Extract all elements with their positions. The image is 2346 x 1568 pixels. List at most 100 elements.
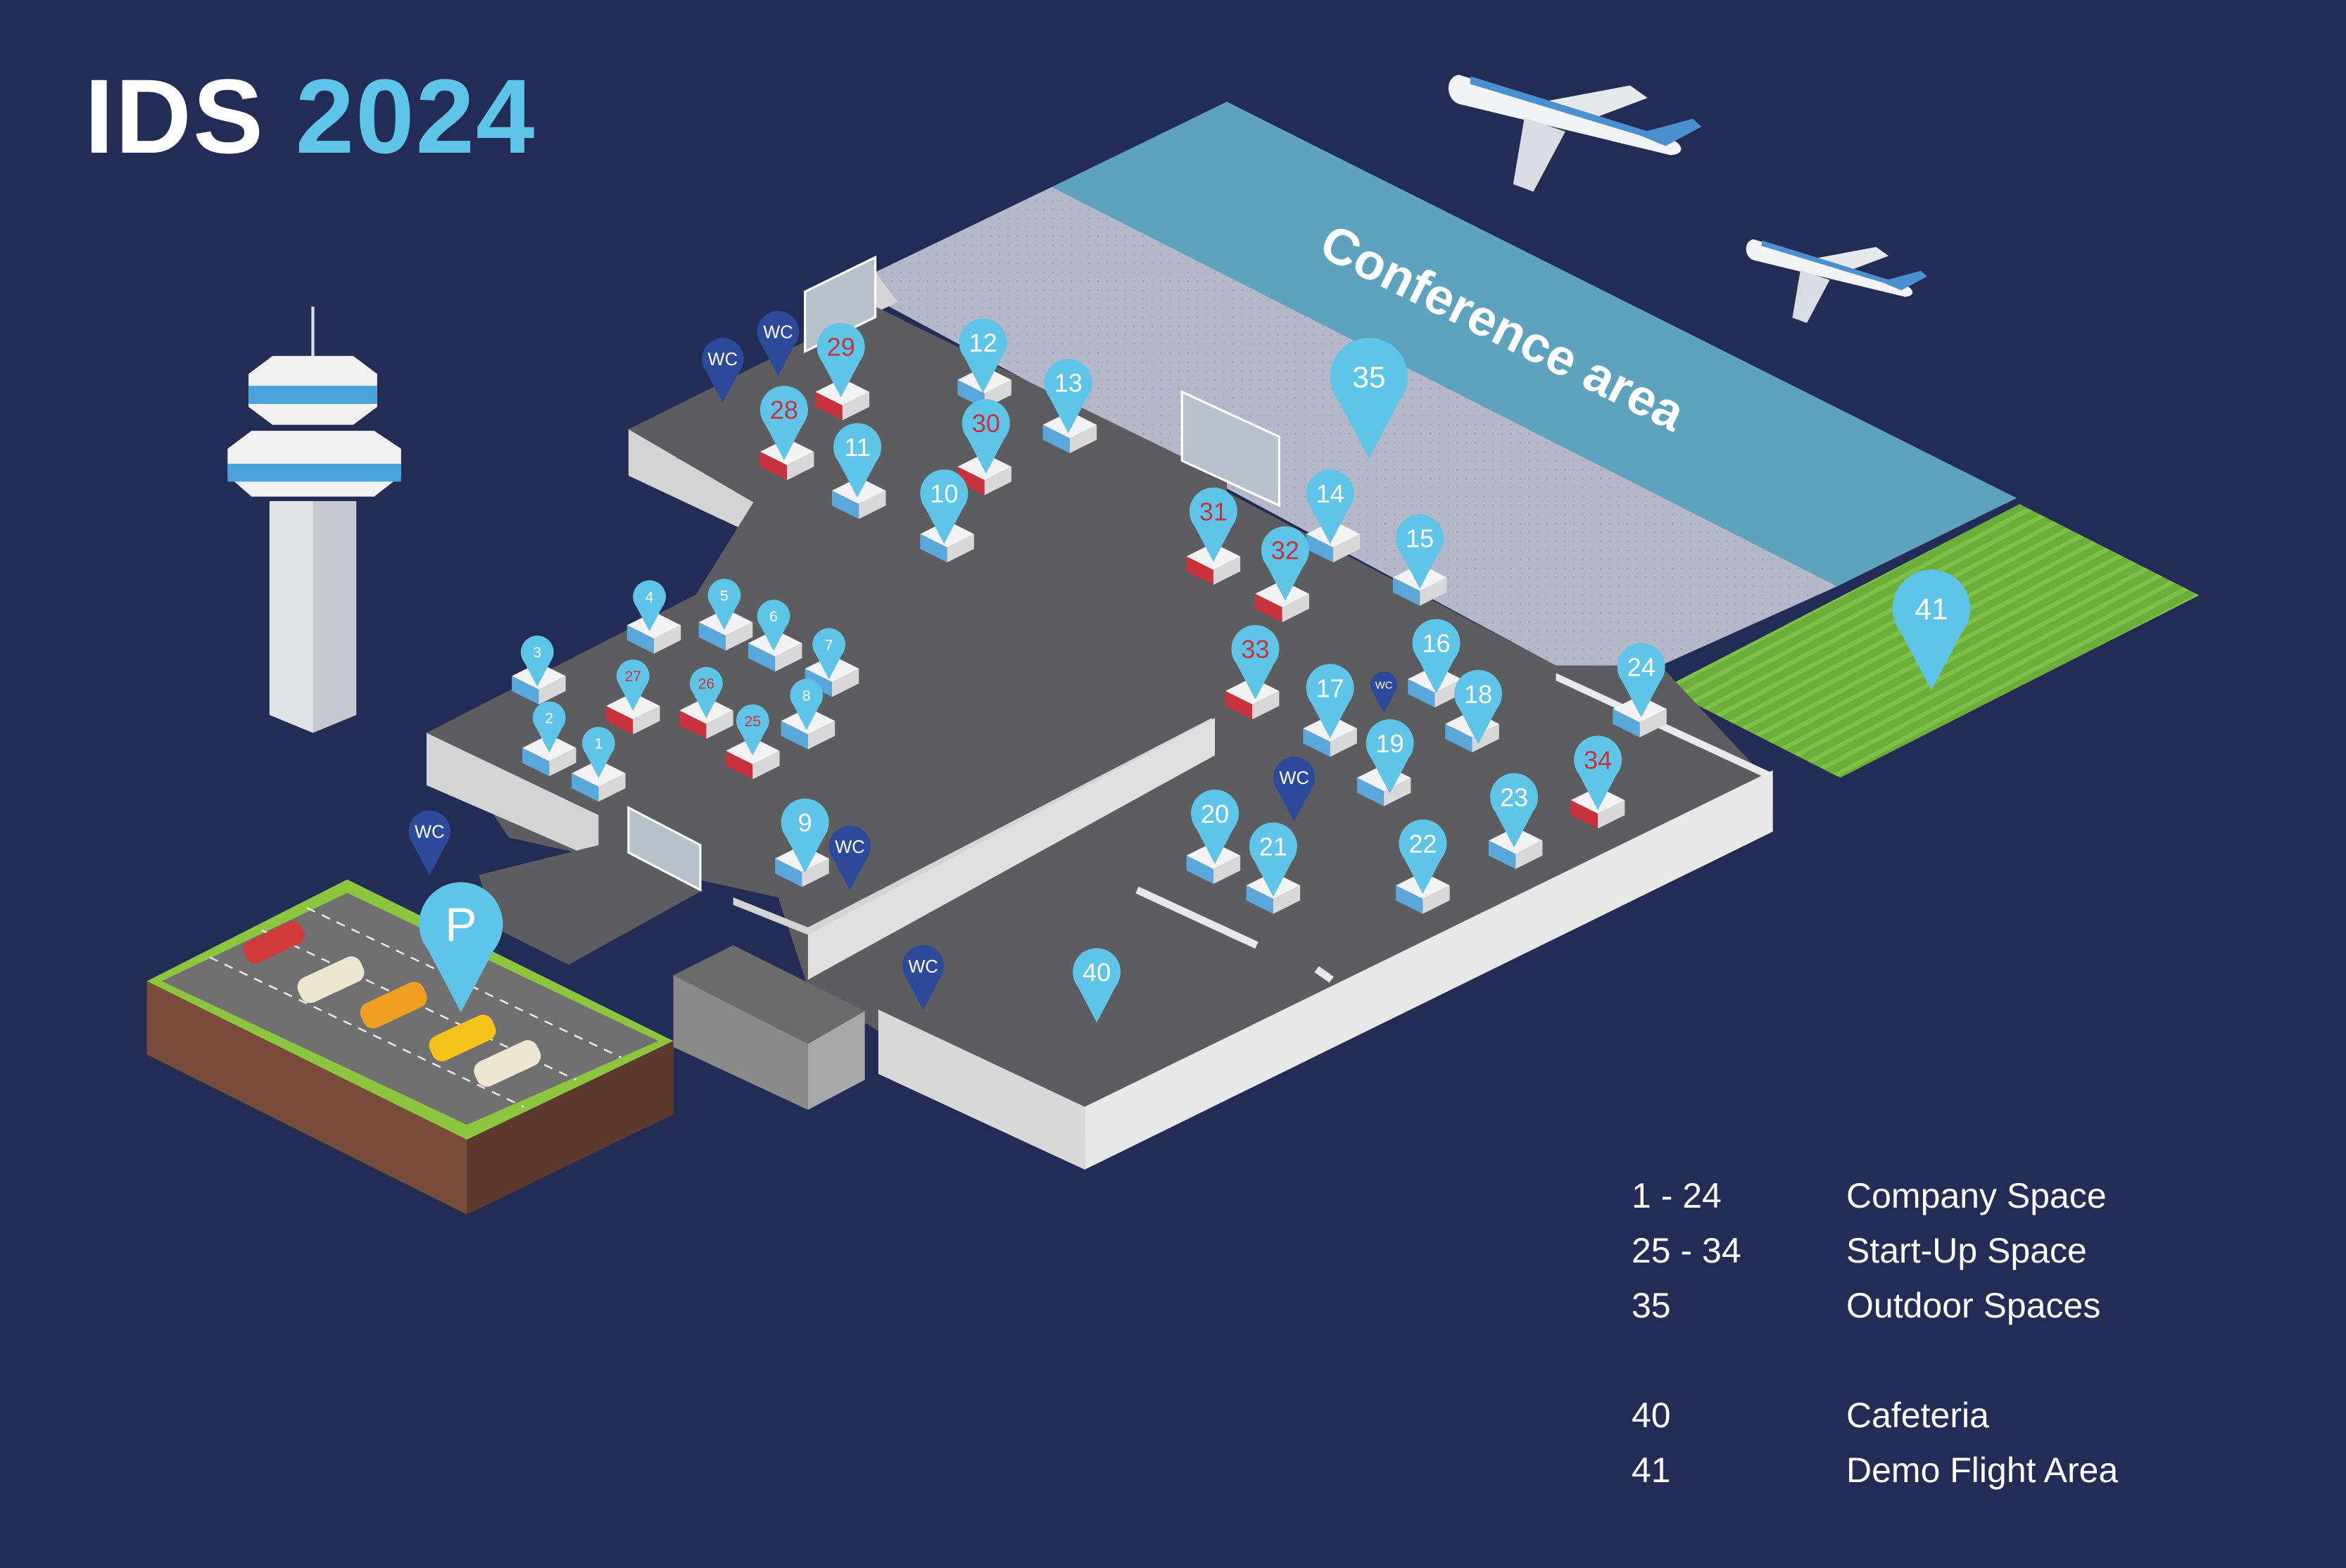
map-pin-icon — [1574, 735, 1622, 811]
marker-label: 24 — [1627, 653, 1656, 682]
marker-11[interactable]: 11 — [833, 423, 882, 498]
wc-marker[interactable]: WC — [757, 310, 800, 377]
map-pin-icon — [1454, 669, 1503, 745]
map-pin-icon — [1490, 773, 1539, 848]
marker-13[interactable]: 13 — [1044, 358, 1092, 434]
marker-label: 18 — [1464, 680, 1492, 709]
marker-19[interactable]: 19 — [1366, 719, 1414, 794]
marker-21[interactable]: 21 — [1249, 822, 1297, 897]
map-pin-icon — [520, 636, 554, 687]
marker-label: 2 — [545, 710, 553, 727]
title-part-1: IDS — [84, 57, 265, 175]
marker-27[interactable]: 27 — [616, 659, 650, 711]
marker-30[interactable]: 30 — [961, 399, 1010, 474]
marker-23[interactable]: 23 — [1490, 773, 1539, 848]
marker-label: WC — [908, 957, 938, 977]
marker-29[interactable]: 29 — [816, 322, 865, 398]
map-pin-icon — [582, 726, 615, 778]
wc-marker[interactable]: WC — [408, 810, 451, 876]
marker-2[interactable]: 2 — [532, 701, 566, 753]
marker-28[interactable]: 28 — [759, 386, 808, 460]
marker-10[interactable]: 10 — [920, 469, 969, 544]
marker-25[interactable]: 25 — [736, 704, 769, 756]
marker-41[interactable]: 41 — [1892, 569, 1971, 691]
parking-marker[interactable]: P — [419, 882, 503, 1013]
marker-6[interactable]: 6 — [757, 600, 790, 651]
marker-label: 41 — [1915, 593, 1948, 626]
marker-40[interactable]: 40 — [1073, 948, 1121, 1023]
marker-34[interactable]: 34 — [1574, 735, 1622, 811]
map-pin-icon — [833, 423, 882, 498]
marker-label: 22 — [1408, 829, 1437, 858]
map-pin-icon — [959, 318, 1007, 393]
map-pin-icon — [690, 666, 723, 719]
marker-14[interactable]: 14 — [1306, 469, 1354, 544]
map-pin-icon — [1306, 664, 1354, 739]
legend: 1 - 24 Company Space 25 - 34 Start-Up Sp… — [1632, 1168, 2118, 1498]
marker-18[interactable]: 18 — [1454, 669, 1503, 745]
marker-5[interactable]: 5 — [707, 578, 741, 630]
title-part-2: 2024 — [295, 57, 536, 175]
marker-label: 30 — [972, 409, 1000, 438]
marker-22[interactable]: 22 — [1399, 819, 1447, 894]
control-tower-icon — [227, 306, 401, 733]
marker-label: 11 — [844, 433, 870, 462]
marker-label: WC — [835, 837, 864, 857]
marker-17[interactable]: 17 — [1306, 664, 1354, 739]
marker-label: 26 — [698, 676, 715, 693]
wc-marker[interactable]: WC — [702, 338, 744, 403]
legend-range: 25 - 34 — [1632, 1231, 1741, 1270]
marker-label: 8 — [802, 688, 811, 704]
map-pin-icon — [828, 825, 871, 891]
wc-marker[interactable]: WC — [902, 944, 945, 1011]
map-pin-icon — [759, 386, 808, 460]
map-pin-icon — [1044, 358, 1092, 434]
map-pin-icon — [702, 338, 744, 403]
map-pin-icon — [1261, 526, 1309, 601]
marker-9[interactable]: 9 — [781, 798, 829, 873]
booth-24[interactable] — [1613, 695, 1667, 738]
legend-label: Start-Up Space — [1846, 1231, 2087, 1270]
wc-marker[interactable]: WC — [1273, 757, 1316, 822]
marker-label: P — [445, 898, 477, 951]
marker-8[interactable]: 8 — [790, 678, 824, 731]
marker-7[interactable]: 7 — [812, 628, 846, 680]
marker-label: 7 — [825, 636, 833, 653]
map-pin-icon — [1366, 719, 1414, 794]
marker-12[interactable]: 12 — [959, 318, 1007, 393]
marker-26[interactable]: 26 — [690, 666, 723, 719]
map-pin-icon — [816, 322, 865, 398]
legend-label: Company Space — [1846, 1176, 2107, 1215]
legend-range: 40 — [1632, 1396, 1671, 1435]
marker-35[interactable]: 35 — [1330, 337, 1408, 459]
marker-label: WC — [763, 323, 793, 343]
marker-label: 21 — [1259, 833, 1287, 861]
marker-16[interactable]: 16 — [1412, 619, 1461, 694]
marker-33[interactable]: 33 — [1231, 625, 1280, 700]
marker-31[interactable]: 31 — [1189, 487, 1237, 562]
marker-label: 23 — [1500, 783, 1528, 811]
map-pin-icon — [1412, 619, 1461, 694]
marker-32[interactable]: 32 — [1261, 526, 1309, 601]
marker-label: 1 — [594, 735, 603, 752]
marker-label: 12 — [969, 328, 997, 357]
map-pin-icon — [790, 678, 824, 731]
legend-label: Outdoor Spaces — [1846, 1286, 2101, 1325]
marker-3[interactable]: 3 — [520, 636, 554, 687]
wc-marker[interactable]: WC — [1370, 671, 1398, 714]
marker-24[interactable]: 24 — [1617, 643, 1665, 718]
marker-15[interactable]: 15 — [1396, 514, 1444, 589]
wc-marker[interactable]: WC — [828, 825, 871, 891]
map-pin-icon — [1231, 625, 1280, 700]
marker-1[interactable]: 1 — [582, 726, 615, 778]
marker-label: 15 — [1406, 524, 1434, 553]
booth-4[interactable] — [626, 612, 681, 654]
marker-label: 19 — [1376, 729, 1404, 758]
marker-4[interactable]: 4 — [633, 580, 667, 632]
marker-label: 40 — [1083, 958, 1111, 987]
marker-20[interactable]: 20 — [1191, 789, 1240, 864]
map-pin-icon — [902, 944, 945, 1011]
legend-range: 35 — [1632, 1286, 1671, 1325]
